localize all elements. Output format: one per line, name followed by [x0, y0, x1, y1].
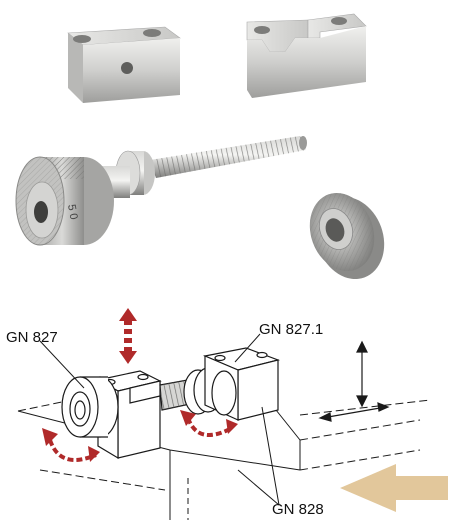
leader-lines — [39, 333, 280, 506]
hex-socket-icon — [34, 201, 48, 223]
hole-icon — [331, 17, 347, 25]
red-arrowhead-icon — [88, 446, 100, 462]
red-rotation-arrow-right-icon — [186, 417, 233, 438]
slotted-block-drawing — [202, 347, 281, 421]
red-vertical-arrow-icon — [119, 308, 137, 364]
slotted-block-photo-right — [246, 13, 367, 98]
feed-direction-arrow-icon — [340, 464, 448, 512]
threaded-hole-icon — [121, 62, 133, 74]
label-gn-827-1: GN 827.1 — [259, 321, 324, 338]
svg-text:5 0: 5 0 — [65, 203, 79, 220]
hole-icon — [254, 26, 270, 34]
knurled-nut-photo — [309, 192, 385, 280]
hole-icon — [73, 35, 91, 43]
adjusting-screw-photo: 5 0 — [15, 136, 307, 246]
hex-socket-icon — [74, 400, 86, 420]
red-arrowhead-icon — [42, 428, 58, 446]
label-gn-827: GN 827 — [6, 329, 58, 346]
red-arrowhead-icon — [180, 410, 196, 426]
horizontal-adjust-arrow-icon — [318, 402, 390, 422]
vertical-adjust-arrow-icon — [356, 340, 368, 408]
mounting-block-photo-left — [67, 26, 181, 103]
threaded-bore-icon — [325, 218, 345, 242]
label-gn-828: GN 828 — [272, 501, 324, 518]
hole-icon — [143, 29, 161, 37]
red-arrowhead-icon — [226, 419, 238, 434]
